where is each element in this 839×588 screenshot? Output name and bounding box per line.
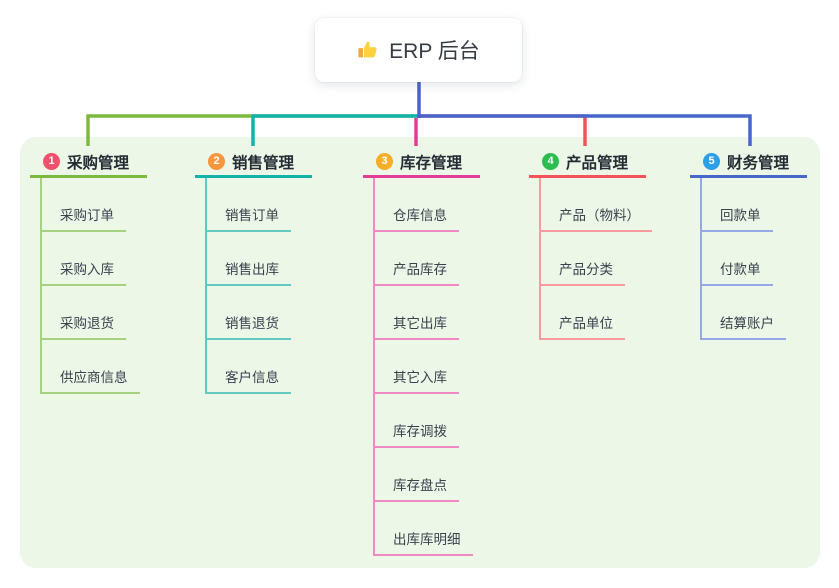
child-topic[interactable]: 仓库信息 [375,178,459,232]
child-topic[interactable]: 销售退货 [207,286,291,340]
branch-number-badge: 3 [376,153,393,170]
branch-label: 采购管理 [67,154,130,172]
branch-number-badge: 5 [703,153,720,170]
child-topic[interactable]: 销售订单 [207,178,291,232]
branch-label: 库存管理 [400,154,463,172]
child-topic-label: 供应商信息 [60,370,128,385]
branch-label: 产品管理 [566,154,629,172]
child-topic[interactable]: 采购入库 [42,232,126,286]
child-topic-label: 产品库存 [393,262,447,277]
branch-topic[interactable]: 1 采购管理 [30,148,147,178]
child-topic-label: 仓库信息 [393,208,447,223]
child-topic-label: 采购订单 [60,208,114,223]
child-topic[interactable]: 采购订单 [42,178,126,232]
branch-label: 财务管理 [727,154,790,172]
child-topic-label: 产品单位 [559,316,613,331]
branch-number-badge: 1 [43,153,60,170]
child-topic[interactable]: 付款单 [702,232,773,286]
child-topic[interactable]: 回款单 [702,178,773,232]
branch-children: 回款单付款单结算账户 [700,178,807,340]
child-topic-label: 库存盘点 [393,478,447,493]
child-topic-label: 销售出库 [225,262,279,277]
child-topic[interactable]: 产品分类 [541,232,625,286]
child-topic-label: 其它入库 [393,370,447,385]
child-topic-label: 产品（物料） [559,208,640,223]
child-topic-label: 出库库明细 [393,532,461,547]
child-topic[interactable]: 产品（物料） [541,178,652,232]
child-topic-label: 其它出库 [393,316,447,331]
child-topic[interactable]: 出库库明细 [375,502,473,556]
child-topic-label: 采购退货 [60,316,114,331]
branch-children: 采购订单采购入库采购退货供应商信息 [40,178,147,394]
branch-4: 4 产品管理产品（物料） 产品分类产品单位 [529,148,652,340]
child-topic[interactable]: 产品库存 [375,232,459,286]
child-topic[interactable]: 结算账户 [702,286,786,340]
branches-panel [20,137,820,568]
child-topic[interactable]: 产品单位 [541,286,625,340]
child-topic-label: 销售订单 [225,208,279,223]
child-topic-label: 结算账户 [720,316,774,331]
child-topic-label: 产品分类 [559,262,613,277]
child-topic[interactable]: 库存盘点 [375,448,459,502]
branch-1: 1 采购管理采购订单采购入库采购退货供应商信息 [30,148,147,394]
child-topic[interactable]: 库存调拨 [375,394,459,448]
branch-children: 销售订单销售出库销售退货客户信息 [205,178,312,394]
child-topic[interactable]: 其它出库 [375,286,459,340]
root-label: ERP 后台 [389,40,480,63]
child-topic[interactable]: 客户信息 [207,340,291,394]
branch-3: 3 库存管理仓库信息产品库存其它出库其它入库库存调拨库存盘点出库库明细 [363,148,480,556]
branch-topic[interactable]: 5 财务管理 [690,148,807,178]
child-topic[interactable]: 供应商信息 [42,340,140,394]
branch-5: 5 财务管理回款单付款单结算账户 [690,148,807,340]
child-topic-label: 客户信息 [225,370,279,385]
branch-children: 产品（物料） 产品分类产品单位 [539,178,652,340]
child-topic-label: 库存调拨 [393,424,447,439]
branch-topic[interactable]: 4 产品管理 [529,148,646,178]
branch-label: 销售管理 [232,154,295,172]
branch-number-badge: 2 [208,153,225,170]
root-node[interactable]: ERP 后台 [315,18,522,82]
child-topic-label: 销售退货 [225,316,279,331]
branch-children: 仓库信息产品库存其它出库其它入库库存调拨库存盘点出库库明细 [373,178,480,556]
thumbs-up-icon [357,39,379,61]
branch-topic[interactable]: 2 销售管理 [195,148,312,178]
child-topic[interactable]: 其它入库 [375,340,459,394]
child-topic[interactable]: 采购退货 [42,286,126,340]
branch-topic[interactable]: 3 库存管理 [363,148,480,178]
branch-2: 2 销售管理销售订单销售出库销售退货客户信息 [195,148,312,394]
child-topic-label: 回款单 [720,208,761,223]
child-topic-label: 付款单 [720,262,761,277]
branch-number-badge: 4 [542,153,559,170]
child-topic[interactable]: 销售出库 [207,232,291,286]
child-topic-label: 采购入库 [60,262,114,277]
